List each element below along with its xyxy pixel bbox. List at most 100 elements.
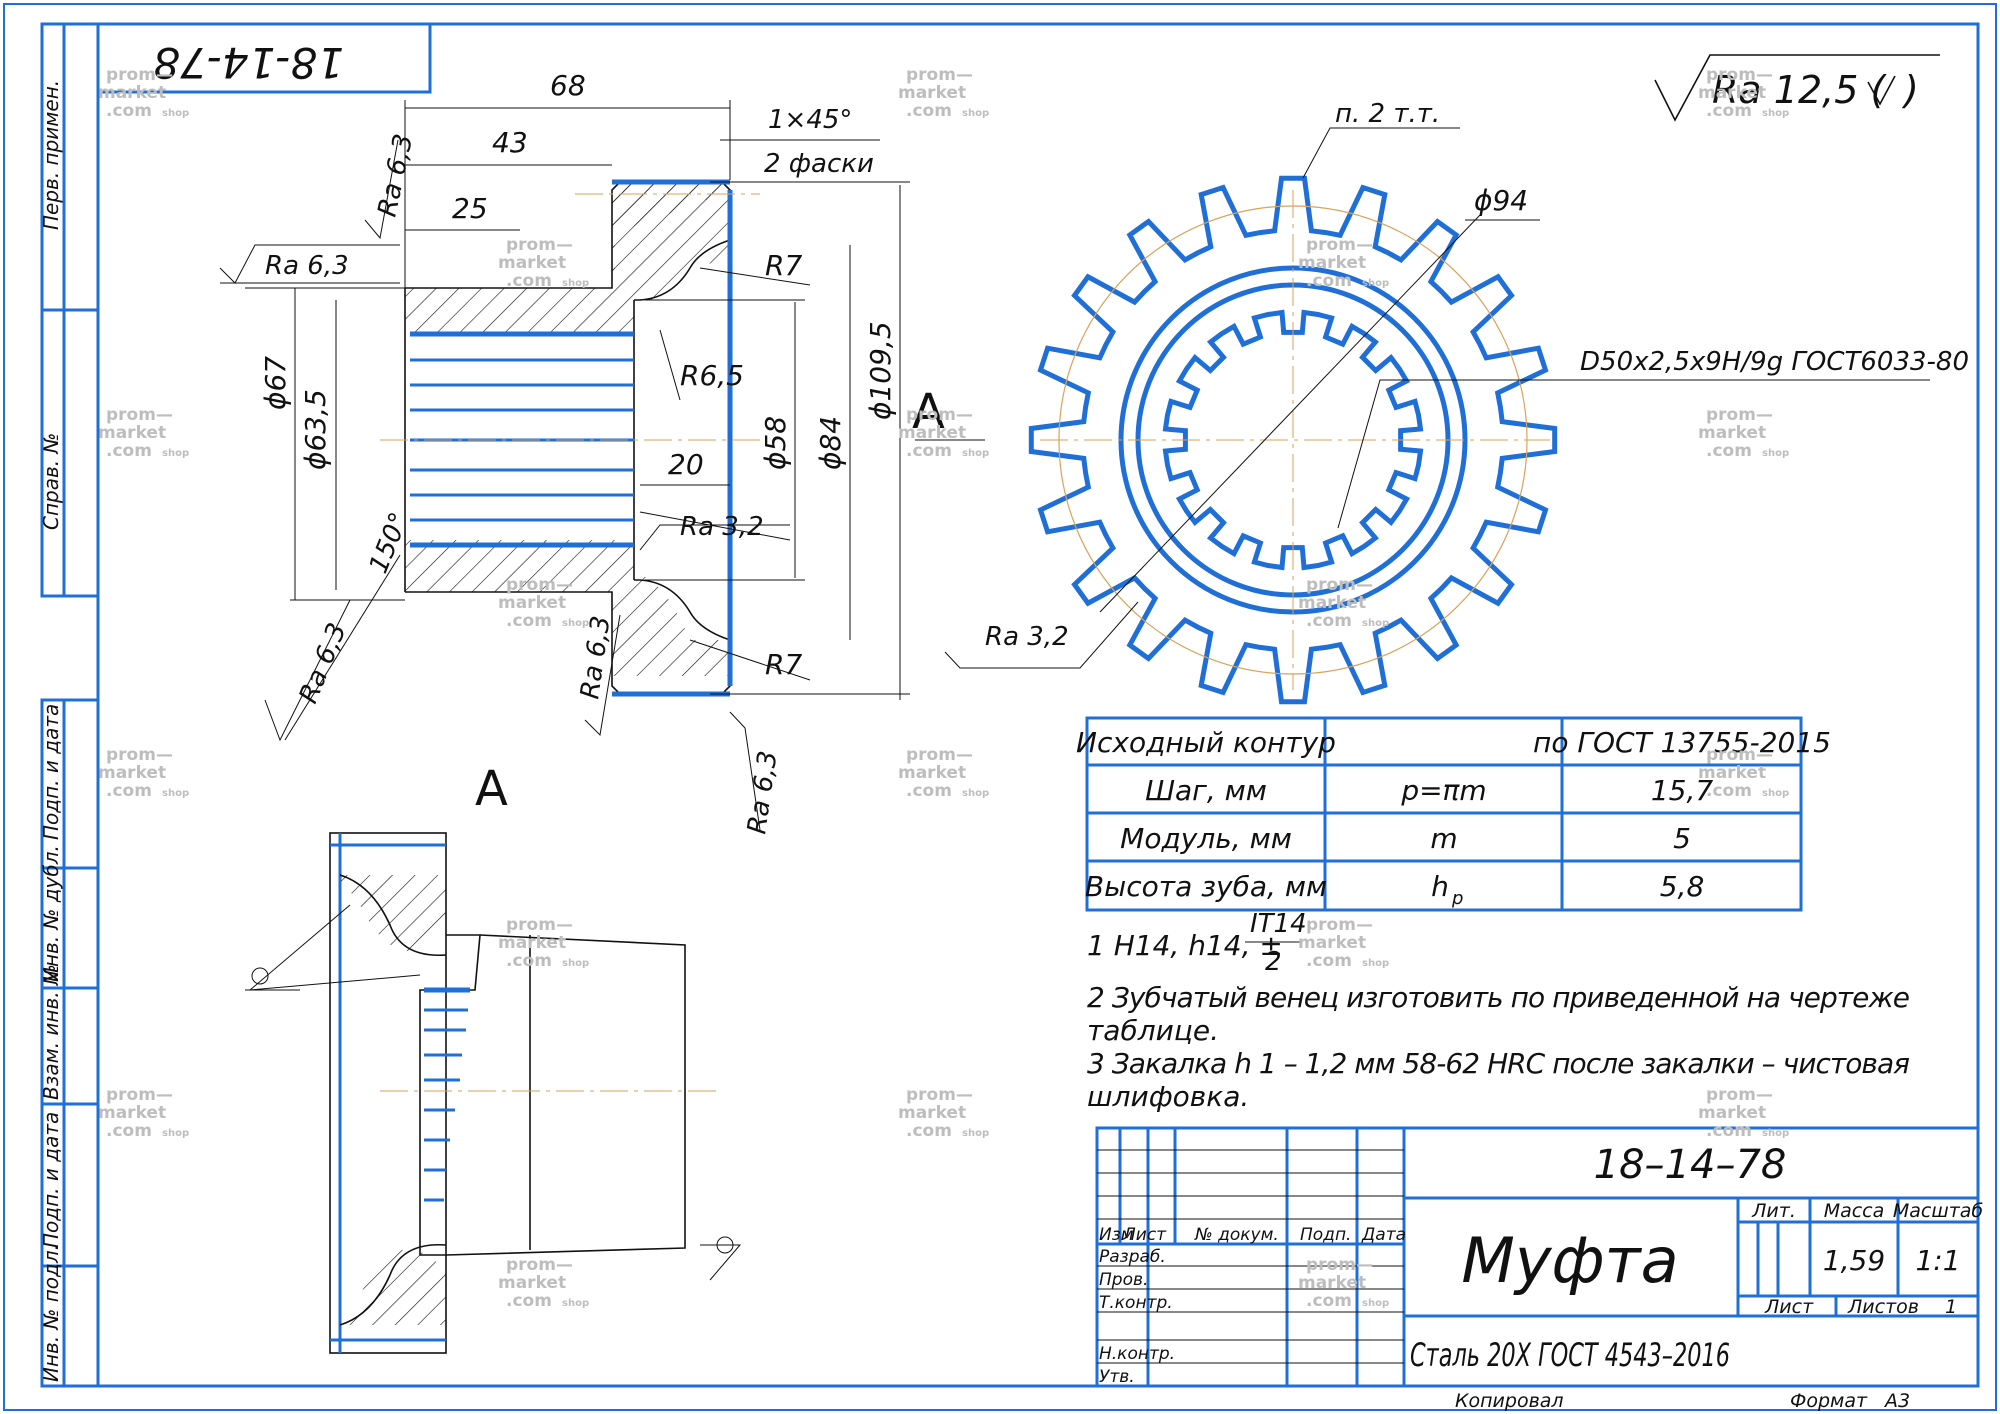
watermark-text: .com bbox=[906, 781, 952, 801]
dim-r7-bottom: R7 bbox=[765, 648, 802, 681]
note2-line1: 2 Зубчатый венец изготовить по приведенн… bbox=[1087, 981, 1910, 1014]
watermark-text: prom— bbox=[106, 1085, 173, 1105]
dim-43: 43 bbox=[492, 126, 528, 159]
watermark-text: shop bbox=[562, 278, 589, 289]
dim-r7-top: R7 bbox=[765, 249, 802, 282]
dim-phi94: ϕ94 bbox=[1474, 184, 1528, 217]
dim-25: 25 bbox=[452, 192, 488, 225]
tb-h-data: Дата bbox=[1361, 1225, 1406, 1245]
watermark-text: shop bbox=[1762, 448, 1789, 459]
watermark-text: prom— bbox=[506, 235, 573, 255]
watermark-text: .com bbox=[506, 611, 552, 631]
tb-doc-number: 18–14–78 bbox=[1594, 1142, 1787, 1188]
tb-sheet-label: Лист bbox=[1764, 1296, 1814, 1318]
watermark-text: prom— bbox=[106, 405, 173, 425]
tb-scale-value: 1:1 bbox=[1915, 1244, 1960, 1277]
watermark-text: shop bbox=[962, 788, 989, 799]
general-roughness-text: Ra 12,5 ( bbox=[1712, 68, 1887, 112]
watermark-text: .com bbox=[1706, 441, 1752, 461]
side-label-podp2: Подп. и дата bbox=[39, 1112, 63, 1248]
svg-text:): ) bbox=[1901, 68, 1919, 112]
gear-params-table: Исходный контур по ГОСТ 13755-2015 Шаг, … bbox=[1076, 716, 1831, 912]
watermark-text: prom— bbox=[906, 745, 973, 765]
note3-line2: шлифовка. bbox=[1087, 1080, 1249, 1113]
outer-border bbox=[3, 3, 1997, 1411]
watermark-text: market bbox=[498, 253, 566, 273]
dim-phi84: ϕ84 bbox=[814, 416, 847, 470]
view-a bbox=[245, 832, 742, 1354]
watermark-text: .com bbox=[1306, 271, 1352, 291]
dim-phi58: ϕ58 bbox=[759, 416, 792, 470]
watermark-text: .com bbox=[1706, 781, 1752, 801]
watermark-text: prom— bbox=[506, 915, 573, 935]
tb-sheets-value: 1 bbox=[1945, 1296, 1957, 1318]
watermark-text: shop bbox=[962, 108, 989, 119]
watermark-text: market bbox=[1698, 763, 1766, 783]
watermark-text: market bbox=[1298, 1273, 1366, 1293]
section-view bbox=[380, 179, 760, 697]
watermark-text: shop bbox=[562, 958, 589, 969]
watermark-text: market bbox=[498, 1273, 566, 1293]
side-label-dubl: Инв. № дубл. bbox=[39, 845, 63, 982]
side-label-vzam: Взам. инв. № bbox=[39, 964, 63, 1100]
tb-h-podp: Подп. bbox=[1300, 1225, 1351, 1245]
ra63-top: Ra 6,3 bbox=[373, 131, 420, 219]
watermark-text: .com bbox=[1306, 611, 1352, 631]
table-r3-c2: 5,8 bbox=[1660, 870, 1705, 903]
tb-h-docno: № докум. bbox=[1194, 1225, 1279, 1245]
tb-row-utv: Утв. bbox=[1099, 1367, 1135, 1387]
watermark-text: market bbox=[898, 423, 966, 443]
section-a-title: А bbox=[475, 761, 508, 817]
watermark-text: .com bbox=[906, 441, 952, 461]
watermark-text: shop bbox=[162, 788, 189, 799]
ra63-top-left: Ra 6,3 bbox=[265, 251, 349, 281]
watermark-text: shop bbox=[162, 108, 189, 119]
tb-scale-label: Масштаб bbox=[1893, 1200, 1984, 1222]
watermark-text: shop bbox=[1362, 1298, 1389, 1309]
dim-phi635: ϕ63,5 bbox=[299, 389, 332, 470]
table-r3-c0: Высота зуба, мм bbox=[1085, 870, 1327, 903]
watermark-text: .com bbox=[1306, 951, 1352, 971]
ra32-bore: Ra 3,2 bbox=[680, 512, 764, 542]
ra32-gear: Ra 3,2 bbox=[985, 622, 1069, 652]
side-label-podl: Инв. № подл. bbox=[39, 1244, 63, 1382]
side-label-sprav: Справ. № bbox=[39, 433, 63, 530]
dim-chamfer-note: 2 фаски bbox=[764, 149, 874, 179]
watermark-text: shop bbox=[562, 1298, 589, 1309]
dim-chamfer: 1×45° bbox=[768, 105, 852, 135]
note1-denominator: 2 bbox=[1265, 947, 1282, 977]
watermark-text: market bbox=[98, 83, 166, 103]
note2-line2: таблице. bbox=[1087, 1014, 1219, 1047]
watermark-text: .com bbox=[906, 101, 952, 121]
watermark-text: prom— bbox=[506, 575, 573, 595]
note1-numerator: IT14 bbox=[1250, 909, 1307, 939]
tb-h-list: Лист bbox=[1122, 1225, 1167, 1245]
tb-lit-label: Лит. bbox=[1751, 1200, 1796, 1222]
watermark-text: market bbox=[1698, 1103, 1766, 1123]
tb-part-name: Муфта bbox=[1461, 1224, 1678, 1297]
watermark-text: market bbox=[1698, 83, 1766, 103]
watermark-text: market bbox=[898, 763, 966, 783]
watermark-text: .com bbox=[106, 441, 152, 461]
tb-row-nkontr: Н.контр. bbox=[1099, 1344, 1175, 1364]
watermark-text: prom— bbox=[1306, 915, 1373, 935]
watermark-text: prom— bbox=[1306, 1255, 1373, 1275]
ra63-bottom-left: Ra 6,3 bbox=[294, 619, 353, 708]
tb-row-razrab: Разраб. bbox=[1099, 1247, 1166, 1267]
watermark-text: prom— bbox=[906, 405, 973, 425]
spline-outline bbox=[1162, 309, 1424, 571]
gear-front-view: ϕ94 п. 2 т.т. D50x2,5x9H/9g ГОСТ6033-80 … bbox=[944, 99, 1969, 705]
watermark-text: shop bbox=[162, 448, 189, 459]
side-stamp bbox=[40, 22, 100, 1388]
table-r0-c2: по ГОСТ 13755-2015 bbox=[1533, 726, 1831, 759]
watermark-text: prom— bbox=[1706, 405, 1773, 425]
tb-mass-label: Масса bbox=[1824, 1200, 1885, 1222]
side-label-podp1: Подп. и дата bbox=[39, 704, 63, 840]
watermark-text: .com bbox=[906, 1121, 952, 1141]
watermark-text: market bbox=[98, 1103, 166, 1123]
watermark-text: prom— bbox=[1706, 1085, 1773, 1105]
watermark-text: market bbox=[1298, 593, 1366, 613]
watermark-text: market bbox=[1298, 933, 1366, 953]
